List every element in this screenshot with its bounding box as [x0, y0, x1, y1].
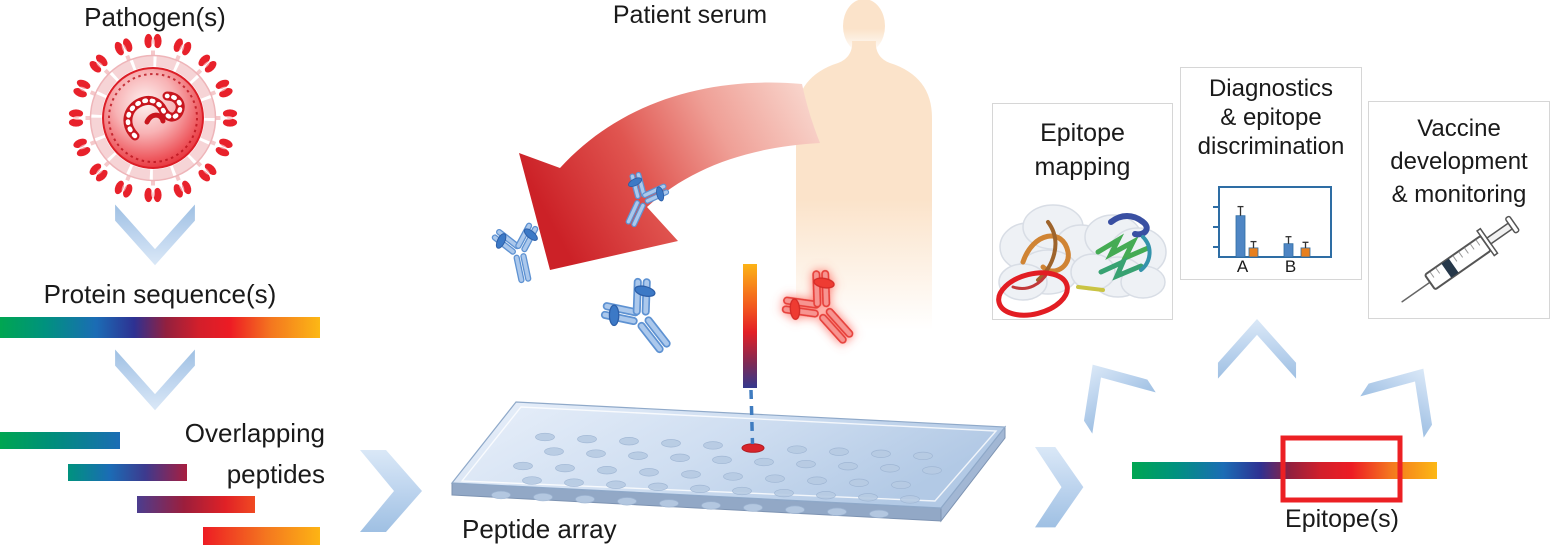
- syringe-icon: [1401, 215, 1520, 303]
- virus-icon: [67, 32, 239, 204]
- human-silhouette-icon: [796, 0, 932, 330]
- epitope-probe-pin: [743, 264, 757, 445]
- epitope-mapping-title-line2: mapping: [1034, 153, 1131, 181]
- patient-serum-label: Patient serum: [612, 1, 768, 29]
- virus-genome: [123, 91, 185, 141]
- antibody-icon: [594, 270, 691, 369]
- diagnostics-title-line3: discrimination: [1197, 133, 1345, 160]
- pathogen-label: Pathogen(s): [84, 2, 226, 32]
- protein-sequence-label: Protein sequence(s): [43, 279, 277, 309]
- epitope-circle-highlight: [996, 270, 1070, 318]
- serum-arrow: [519, 82, 820, 271]
- vaccine-title-line2: development: [1390, 148, 1528, 175]
- bound-spot: [741, 443, 765, 453]
- peptide-bar-3: [137, 496, 255, 513]
- chevron-up-icon: [1217, 319, 1297, 379]
- diagnostics-title-line1: Diagnostics: [1208, 75, 1334, 102]
- peptide-bar-4: [203, 527, 320, 545]
- protein-sequence-bar: [0, 317, 320, 338]
- vaccine-title-line1: Vaccine: [1417, 115, 1501, 142]
- chevron-right-icon: [1035, 447, 1084, 528]
- overlapping-peptides-label-line2: peptides: [226, 459, 325, 489]
- overlapping-peptides-label-line1: Overlapping: [184, 418, 325, 448]
- chevron-up-left-icon: [1060, 344, 1156, 434]
- epitope-mapping-box: Epitope mapping: [992, 103, 1173, 320]
- array-spots: [491, 432, 942, 519]
- svg-text:B: B: [1285, 257, 1296, 276]
- vaccine-title-line3: & monitoring: [1391, 181, 1527, 208]
- chevron-up-right-icon: [1360, 348, 1456, 438]
- peptide-array: [450, 401, 1007, 523]
- diagnostics-title-line2: & epitope: [1220, 104, 1322, 131]
- vaccine-box: Vaccine development & monitoring: [1368, 101, 1550, 319]
- epitope-label: Epitope(s): [1285, 505, 1399, 533]
- chevron-right-icon: [360, 450, 422, 532]
- chevron-down-icon: [115, 204, 195, 266]
- peptide-bar-1: [0, 432, 120, 449]
- peptide-bar-2: [68, 464, 187, 481]
- svg-text:A: A: [1237, 257, 1249, 276]
- epitope-mapping-title-line1: Epitope: [1040, 119, 1125, 147]
- chevron-down-icon: [115, 349, 195, 411]
- protein-structure-icon: [996, 204, 1167, 318]
- epitope-highlight-box: [1280, 435, 1403, 503]
- peptide-array-label: Peptide array: [462, 514, 617, 544]
